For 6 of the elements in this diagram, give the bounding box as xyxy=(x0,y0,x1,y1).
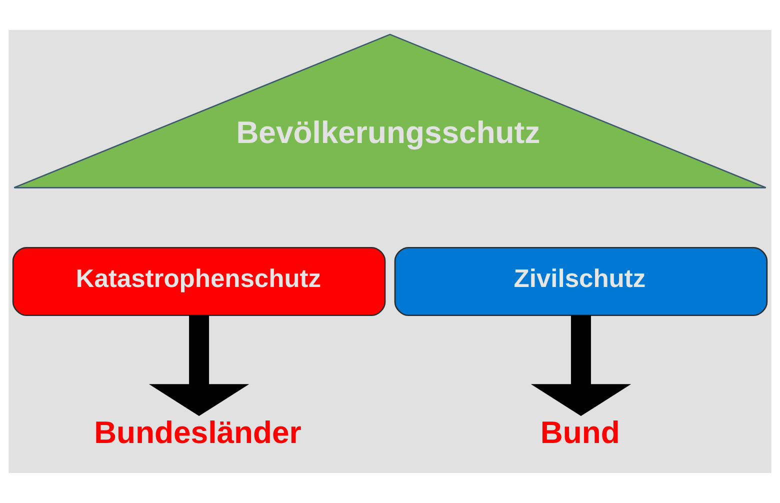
node-box: Zivilschutz xyxy=(394,246,768,316)
node-box: Katastrophenschutz xyxy=(12,246,386,316)
node-text: Bund xyxy=(540,414,620,450)
arrow xyxy=(148,315,250,416)
node-text: Bundesländer xyxy=(94,414,302,450)
arrow xyxy=(530,315,632,416)
